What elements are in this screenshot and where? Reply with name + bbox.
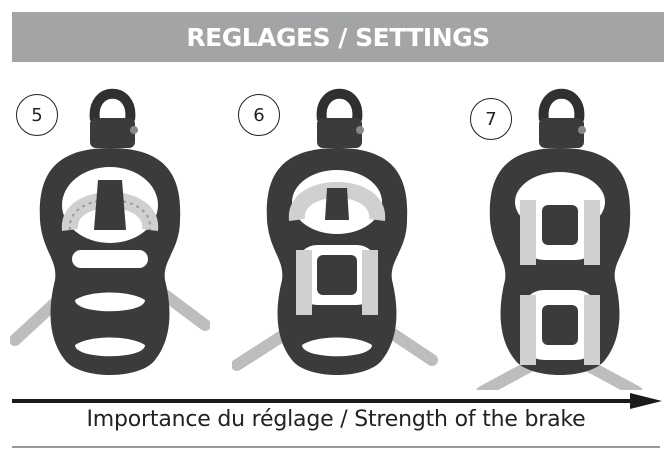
figure-setting-6 — [232, 88, 438, 375]
step-number-6: 6 — [238, 94, 280, 136]
header-title: REGLAGES / SETTINGS — [186, 22, 490, 52]
strength-arrow — [12, 393, 662, 409]
caption-text: Importance du réglage / Strength of the … — [86, 407, 586, 432]
step-number-7: 7 — [470, 98, 512, 140]
header-banner: REGLAGES / SETTINGS — [12, 12, 664, 62]
figure-setting-5 — [10, 88, 210, 375]
figure-setting-7 — [476, 88, 643, 390]
step-number-5: 5 — [16, 94, 58, 136]
bottom-rule — [12, 446, 660, 448]
